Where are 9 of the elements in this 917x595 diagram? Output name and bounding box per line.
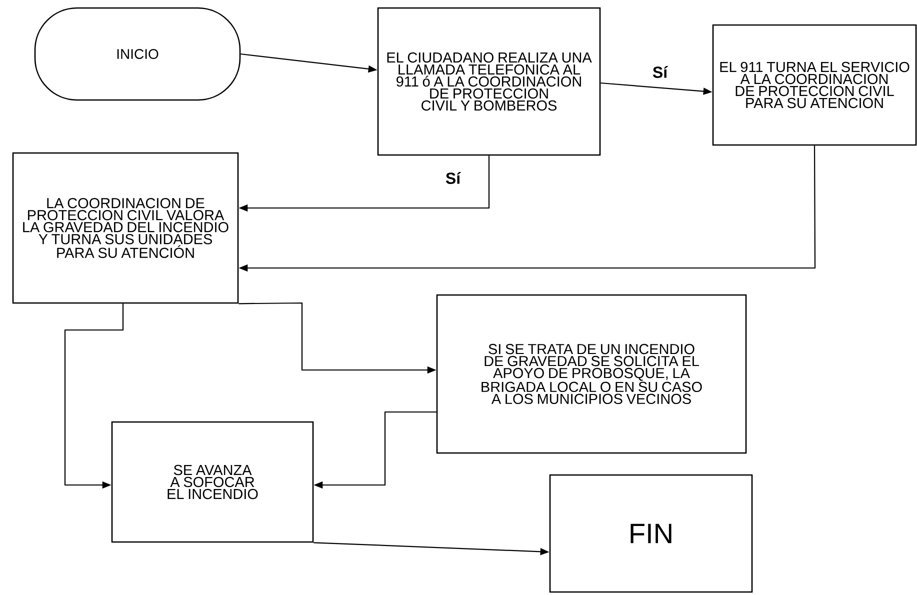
process-box: EL CIUDADANO REALIZA UNA LLAMADA TELEFONICA AL 911 ó A LA COORDINACION DE PROTECCION CIVIL Y BOMBEROS bbox=[377, 7, 601, 156]
process-box: SI SE TRATA DE UN INCENDIO DE GRAVEDAD SE SOLICITA EL APOYO DE PROBOSQUE, LA BRIGADA LOCAL O EN SU CASO A LOS MUNICIPIOS VECINOS bbox=[436, 294, 747, 454]
process-box: FIN bbox=[549, 474, 753, 593]
process-box: SE AVANZA A SOFOCAR EL INCENDIO bbox=[111, 421, 314, 543]
process-box: EL 911 TURNA EL SERVICIO A LA COORDINACION DE PROTECCION CIVIL PARA SU ATENCION bbox=[712, 24, 917, 146]
edge-label: Sí bbox=[444, 171, 462, 185]
edge-label: Sí bbox=[651, 65, 669, 79]
start-terminal: INICIO bbox=[34, 7, 241, 101]
process-box: LA COORDINACION DE PROTECCION CIVIL VALORA LA GRAVEDAD DEL INCENDIO Y TURNA SUS UNIDADES PARA SU ATENCIÓN bbox=[12, 152, 239, 304]
